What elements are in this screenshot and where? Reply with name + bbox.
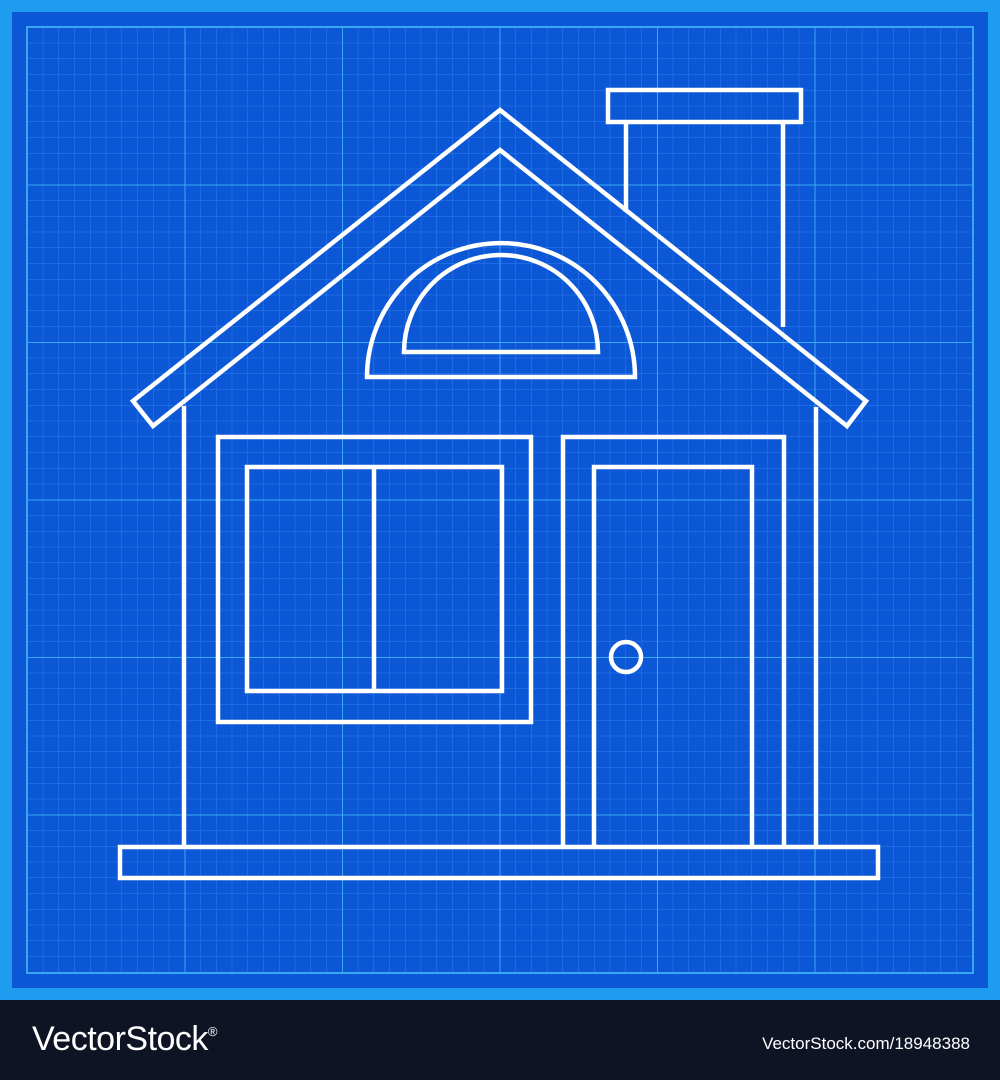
door-knob — [608, 639, 644, 675]
roof — [129, 107, 870, 430]
chimney-cap — [605, 87, 804, 125]
door-frame — [560, 434, 787, 847]
attic-window-frame — [364, 240, 638, 380]
brand-logo: VectorStock® — [32, 1020, 218, 1059]
chimney-stack — [623, 122, 786, 327]
blueprint-canvas — [0, 0, 1000, 1000]
window-frame — [215, 434, 534, 725]
grid-frame — [26, 26, 974, 974]
attic-window-glass — [401, 252, 601, 355]
stock-id: VectorStock.com/18948388 — [762, 1034, 970, 1053]
foundation-slab — [117, 844, 881, 881]
registered-mark: ® — [207, 1024, 218, 1039]
watermark-footer: VectorStock® VectorStock.com/18948388 — [0, 1000, 1000, 1080]
brand-name: VectorStock — [32, 1020, 208, 1058]
door-panel — [591, 464, 755, 847]
